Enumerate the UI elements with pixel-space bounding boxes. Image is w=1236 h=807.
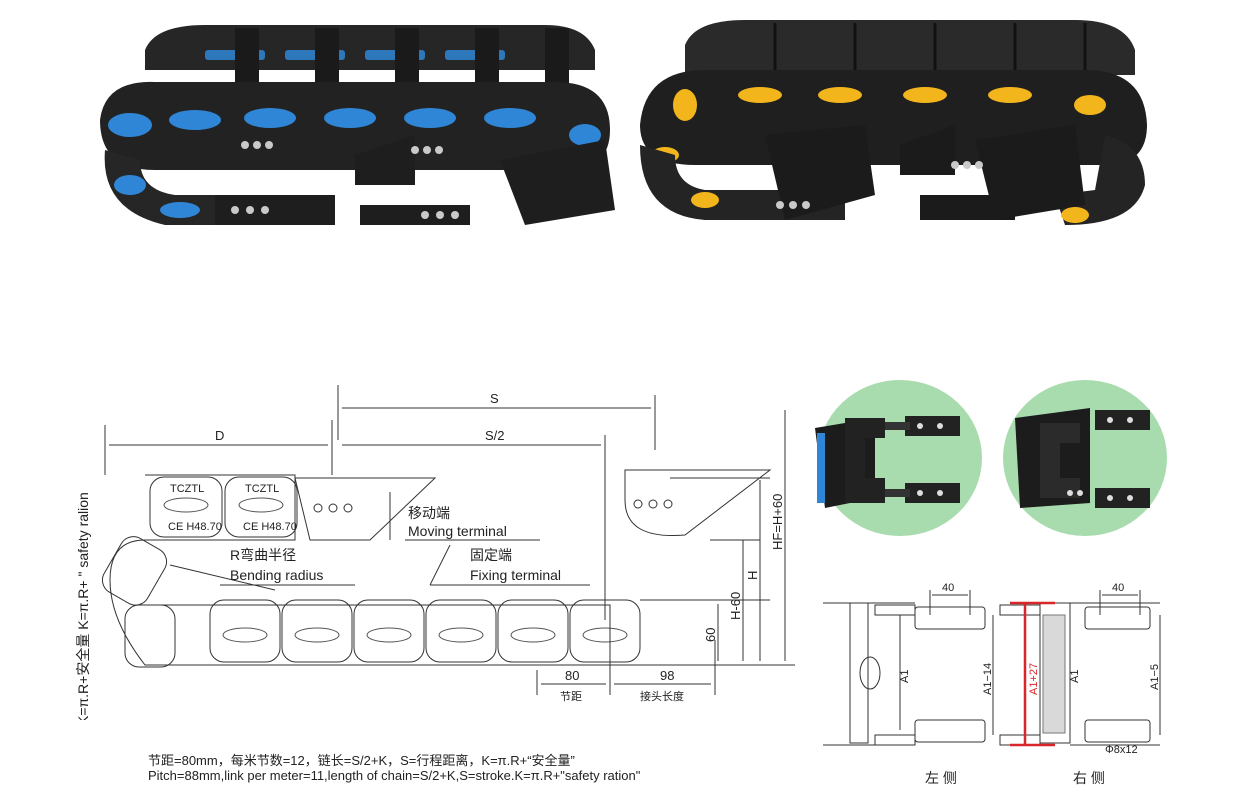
dim-s2-label: S/2 (485, 428, 505, 443)
bending-radius-cn: R弯曲半径 (230, 547, 296, 563)
link-brand-label: TCZTL (245, 483, 279, 495)
dim-80-label: 80 (565, 668, 579, 683)
dim-d-label: D (215, 428, 224, 443)
dim-a1-right: A1 (1069, 670, 1081, 683)
pitch-label: 节距 (560, 690, 582, 703)
dim-hf-label: HF=H+60 (770, 494, 785, 550)
drag-chain-yellow-photo (640, 20, 1147, 225)
fixing-terminal-en: Fixing terminal (470, 567, 561, 583)
drag-chain-blue-photo (100, 25, 615, 225)
bending-radius-en: Bending radius (230, 567, 323, 583)
right-side-label: 右 侧 (1073, 770, 1105, 786)
dim-a1-27: A1+27 (1028, 663, 1040, 695)
dim-40-right: 40 (1112, 582, 1124, 594)
link-model-label: CE H48.70 (168, 521, 222, 533)
dim-a1-5: A1−5 (1149, 664, 1161, 690)
footer-note-cn: 节距=80mm，每米节数=12，链长=S/2+K，S=行程距离，K=π.R+“安… (148, 753, 575, 768)
moving-terminal-en: Moving terminal (408, 523, 507, 539)
side-view-drawings: 40 40 A1 A1−14 A1+27 A1 A1−5 Φ8x12 左 侧 右… (823, 582, 1161, 786)
dim-40-left: 40 (942, 582, 954, 594)
hole-spec-label: Φ8x12 (1105, 744, 1138, 756)
link-brand-label: TCZTL (170, 483, 204, 495)
link-model-label: CE H48.70 (243, 521, 297, 533)
footer-note-en: Pitch=88mm,link per meter=11,length of c… (148, 768, 641, 783)
end-bracket-left-photo (815, 380, 982, 536)
moving-terminal-cn: 移动端 (408, 505, 450, 521)
dim-h60-label: H-60 (728, 592, 743, 620)
dim-60-label: 60 (703, 628, 718, 642)
left-side-label: 左 侧 (925, 770, 957, 786)
dim-a1-14: A1−14 (982, 663, 994, 695)
dim-a1-left: A1 (899, 670, 911, 683)
fixing-terminal-cn: 固定端 (470, 547, 512, 563)
joint-length-label: 接头长度 (640, 689, 684, 703)
dim-s-label: S (490, 391, 499, 406)
formula-vertical-label: K=π.R+安全量 K=π.R+ " safety ralion (75, 492, 91, 720)
dim-98-label: 98 (660, 668, 674, 683)
dim-h-label: H (745, 571, 760, 580)
chain-dimension-diagram: K=π.R+安全量 K=π.R+ " safety ralion (75, 385, 795, 720)
end-bracket-right-photo (1003, 380, 1167, 536)
